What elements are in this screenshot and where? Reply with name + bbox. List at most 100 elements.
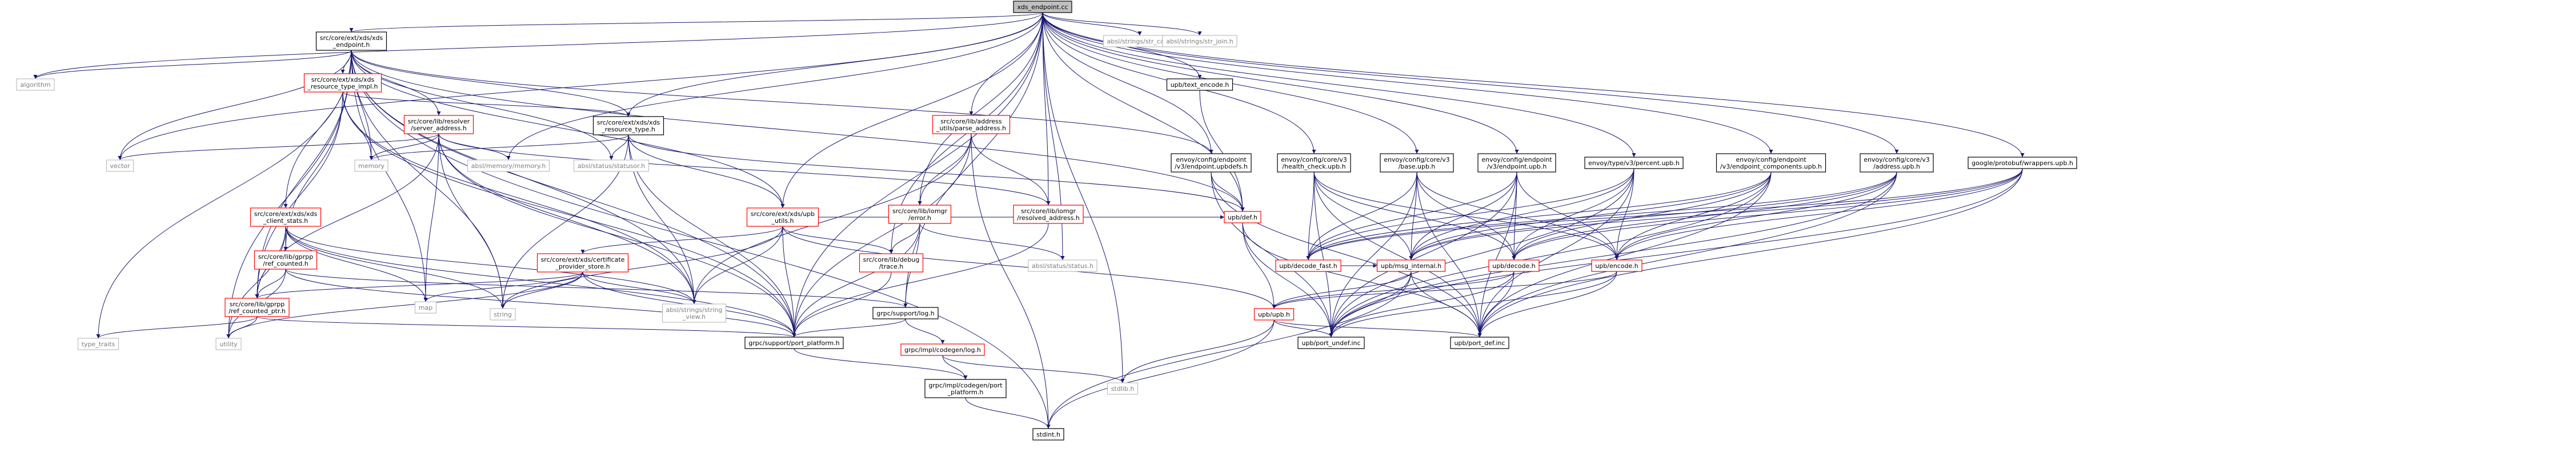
node-xds-client-stats[interactable]: src/core/ext/xds/xds_client_stats.h: [250, 207, 322, 227]
node-str-cat[interactable]: absl/strings/str_cat.h: [1103, 35, 1177, 47]
node-upb-def[interactable]: upb/def.h: [1224, 211, 1261, 223]
node-label: upb/encode.h: [1595, 262, 1638, 270]
node-iomgr-error[interactable]: src/core/lib/iomgr/error.h: [888, 205, 952, 224]
node-xds-resource-type[interactable]: src/core/ext/xds/xds_resource_type.h: [592, 116, 664, 135]
node-port-platform[interactable]: grpc/support/port_platform.h: [744, 337, 844, 349]
include-edge: [500, 271, 583, 309]
node-label: grpc/impl/codegen/port: [928, 382, 1003, 389]
node-box: [744, 337, 844, 349]
node-upb-decode[interactable]: upb/decode.h: [1488, 259, 1540, 272]
node-text-encode[interactable]: upb/text_encode.h: [1166, 78, 1233, 91]
node-grpc-log[interactable]: grpc/support/log.h: [872, 307, 939, 319]
node-port-def[interactable]: upb/port_def.inc: [1450, 337, 1509, 349]
include-edge: [1329, 271, 1515, 338]
node-label: src/core/lib/gprpp: [258, 253, 314, 261]
node-box: [467, 159, 550, 172]
node-memory[interactable]: memory: [354, 159, 388, 172]
node-string-view[interactable]: absl/strings/string_view.h: [662, 303, 727, 323]
node-type-traits[interactable]: type_traits: [77, 338, 119, 350]
node-wrappers-upb[interactable]: google/protobuf/wrappers.upb.h: [1968, 157, 2077, 169]
include-edge: [285, 226, 428, 302]
node-box: [250, 207, 322, 227]
node-ref-counted[interactable]: src/core/lib/gprpp/ref_counted.h: [254, 250, 318, 270]
node-stdlib[interactable]: stdlib.h: [1107, 382, 1139, 395]
include-edge: [628, 134, 1245, 212]
node-address-upb[interactable]: envoy/config/core/v3/address.upb.h: [1860, 153, 1934, 173]
node-utility[interactable]: utility: [215, 338, 242, 350]
include-edge: [1306, 168, 2023, 261]
node-endpoint-upb[interactable]: envoy/config/endpoint/v3/endpoint.upb.h: [1477, 153, 1556, 173]
node-box: [254, 250, 318, 270]
node-endpoint-components[interactable]: envoy/config/endpoint/v3/endpoint_compon…: [1716, 153, 1826, 173]
include-edge: [1242, 222, 1276, 309]
node-label: src/core/lib/resolver: [408, 118, 470, 125]
node-box: [1584, 157, 1684, 169]
include-edge: [1477, 168, 1634, 338]
node-msg-internal[interactable]: upb/msg_internal.h: [1376, 259, 1446, 272]
node-upb-upb[interactable]: upb/upb.h: [1253, 308, 1295, 321]
include-edge: [438, 133, 1051, 206]
node-health-check[interactable]: envoy/config/core/v3/health_check.upb.h: [1277, 153, 1351, 173]
node-upb-utils[interactable]: src/core/ext/xds/upb_utils.h: [746, 207, 819, 227]
node-label: /v3/endpoint.upb.h: [1487, 163, 1547, 170]
node-absl-status[interactable]: absl/status/status.h: [1028, 259, 1097, 272]
node-debug-trace[interactable]: src/core/lib/debug/trace.h: [859, 253, 924, 273]
node-codegen-log[interactable]: grpc/impl/codegen/log.h: [900, 343, 985, 356]
node-map[interactable]: map: [414, 301, 437, 314]
include-edge: [226, 271, 583, 339]
include-edge: [1046, 319, 1275, 429]
include-edge: [438, 133, 796, 338]
include-edge: [782, 226, 894, 254]
node-label: grpc/support/port_platform.h: [748, 339, 839, 347]
node-decode-fast[interactable]: upb/decode_fast.h: [1275, 259, 1341, 272]
node-certificate-store[interactable]: src/core/ext/xds/certificate_provider_st…: [536, 253, 629, 273]
node-absl-memory[interactable]: absl/memory/memory.h: [467, 159, 550, 172]
node-str-join[interactable]: absl/strings/str_join.h: [1162, 35, 1237, 47]
include-edge: [506, 12, 1043, 161]
node-port-undef[interactable]: upb/port_undef.inc: [1297, 337, 1365, 349]
node-box: [1107, 382, 1139, 395]
node-percent-upb[interactable]: envoy/type/v3/percent.upb.h: [1584, 157, 1684, 169]
node-ref-counted-ptr[interactable]: src/core/lib/gprpp/ref_counted_ptr.h: [225, 298, 290, 317]
node-xds-endpoint-h[interactable]: src/core/ext/xds/xds_endpoint.h: [315, 31, 387, 51]
include-edge: [118, 133, 439, 161]
node-vector[interactable]: vector: [106, 159, 134, 172]
node-box: [1860, 153, 1934, 173]
include-edge: [283, 91, 343, 251]
node-label: /resolved_address.h: [1017, 214, 1080, 222]
node-box: [1171, 153, 1252, 173]
node-label: src/core/lib/gprpp: [230, 301, 285, 308]
include-edge: [1416, 171, 1516, 261]
node-resource-type-impl[interactable]: src/core/ext/xds/xds_resource_type_impl.…: [303, 73, 382, 93]
node-label: /health_check.upb.h: [1282, 163, 1345, 170]
include-edge: [1614, 171, 1897, 261]
node-codegen-port-platform[interactable]: grpc/impl/codegen/port_platform.h: [924, 379, 1007, 398]
include-edge: [438, 133, 505, 309]
node-server-address[interactable]: src/core/lib/resolver/server_address.h: [403, 115, 474, 134]
include-edge: [971, 133, 1051, 429]
node-upb-encode[interactable]: upb/encode.h: [1591, 259, 1642, 272]
include-edge: [1042, 12, 1213, 154]
include-edge: [919, 223, 1065, 261]
node-box: [225, 298, 290, 317]
include-edge: [692, 226, 783, 305]
node-label: /server_address.h: [411, 125, 467, 132]
include-edge: [626, 12, 1043, 117]
node-string[interactable]: string: [490, 308, 516, 321]
node-endpoint-upbdefs[interactable]: envoy/config/endpoint/v3/endpoint.upbdef…: [1171, 153, 1252, 173]
node-resolved-address[interactable]: src/core/lib/iomgr/resolved_address.h: [1013, 205, 1084, 224]
node-algorithm[interactable]: algorithm: [16, 78, 55, 91]
include-edge: [628, 134, 785, 209]
node-base-upb[interactable]: envoy/config/core/v3/base.upb.h: [1380, 153, 1454, 173]
node-statusor[interactable]: absl/status/statusor.h: [573, 159, 650, 172]
include-edge: [1306, 168, 1634, 261]
include-edge: [255, 269, 286, 299]
node-root[interactable]: xds_endpoint.cc: [1013, 1, 1072, 13]
node-box: [303, 73, 382, 93]
node-label: src/core/ext/xds/xds: [254, 210, 318, 218]
include-edge: [942, 355, 968, 380]
node-parse-address[interactable]: src/core/lib/address_utils/parse_address…: [932, 115, 1011, 134]
node-stdint[interactable]: stdint.h: [1032, 428, 1064, 441]
node-label: /address.upb.h: [1873, 163, 1920, 170]
